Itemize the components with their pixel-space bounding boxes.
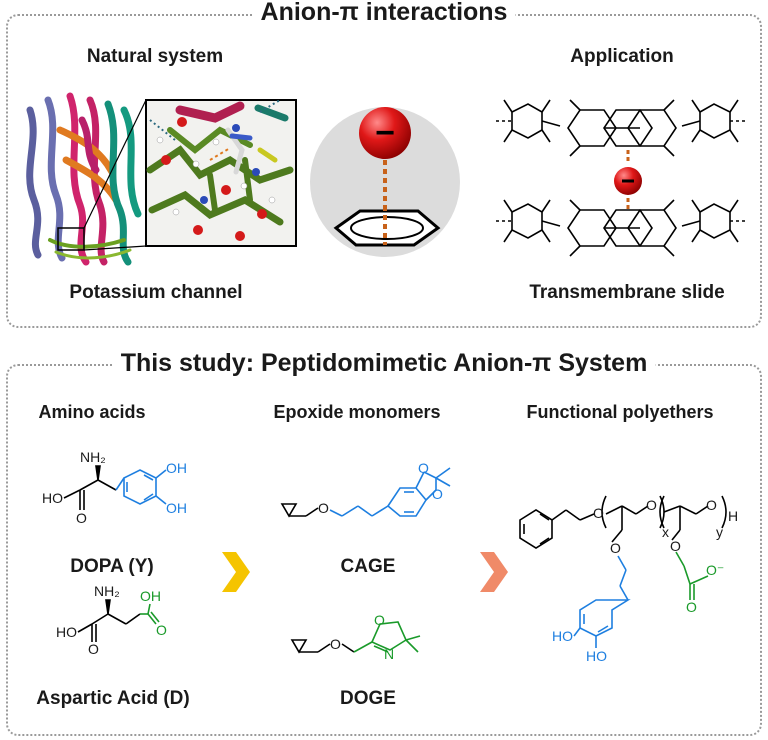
functional-polyethers-label: Functional polyethers bbox=[526, 402, 714, 422]
doge-n-label: N bbox=[384, 646, 395, 662]
transmembrane-slide-label: Transmembrane slide bbox=[529, 282, 725, 303]
bottom-panel-title: This study: Peptidomimetic Anion-π Syste… bbox=[112, 349, 656, 378]
dopa-label: DOPA (Y) bbox=[70, 556, 154, 577]
poly-ho-top-label: HO bbox=[552, 628, 573, 644]
asp-o-label: O bbox=[88, 641, 99, 657]
asp-oh-label: OH bbox=[140, 588, 161, 604]
poly-ominus-label: O⁻ bbox=[706, 562, 725, 578]
potassium-channel-label: Potassium channel bbox=[69, 282, 243, 303]
natural-system-label: Natural system bbox=[86, 46, 224, 67]
dopa-ho-label: HO bbox=[42, 490, 63, 506]
poly-y-label: y bbox=[716, 524, 723, 540]
anion-minus-sign: − bbox=[375, 114, 395, 152]
poly-h-label: H bbox=[728, 508, 739, 524]
asp-o2-label: O bbox=[156, 622, 167, 638]
dopa-nh2-label: NH₂ bbox=[80, 449, 106, 465]
poly-o5-label: O bbox=[670, 538, 681, 554]
aspartic-acid-label: Aspartic Acid (D) bbox=[36, 688, 190, 709]
poly-o6-label: O bbox=[686, 599, 697, 615]
dopa-oh-bottom-label: OH bbox=[166, 500, 187, 516]
dopa-o-label: O bbox=[76, 510, 87, 526]
asp-nh2-label: NH₂ bbox=[94, 583, 120, 599]
top-panel-title: Anion-π interactions bbox=[252, 0, 516, 27]
cage-o1-label: O bbox=[418, 460, 429, 476]
poly-o4-label: O bbox=[610, 540, 621, 556]
poly-o2-label: O bbox=[646, 497, 657, 513]
amino-acids-label: Amino acids bbox=[38, 402, 146, 422]
application-label: Application bbox=[570, 46, 674, 67]
doge-o2-label: O bbox=[374, 612, 385, 628]
poly-o3-label: O bbox=[706, 497, 717, 513]
epoxide-monomers-label: Epoxide monomers bbox=[273, 402, 441, 422]
poly-ho-bottom-label: HO bbox=[586, 648, 607, 664]
cage-o-label: O bbox=[318, 500, 329, 516]
doge-o-label: O bbox=[330, 636, 341, 652]
asp-ho-label: HO bbox=[56, 624, 77, 640]
dopa-oh-top-label: OH bbox=[166, 460, 187, 476]
poly-x-label: x bbox=[662, 524, 669, 540]
doge-label: DOGE bbox=[340, 688, 396, 709]
poly-o1-label: O bbox=[593, 505, 604, 521]
cage-label: CAGE bbox=[340, 556, 396, 577]
cage-o2-label: O bbox=[432, 486, 443, 502]
